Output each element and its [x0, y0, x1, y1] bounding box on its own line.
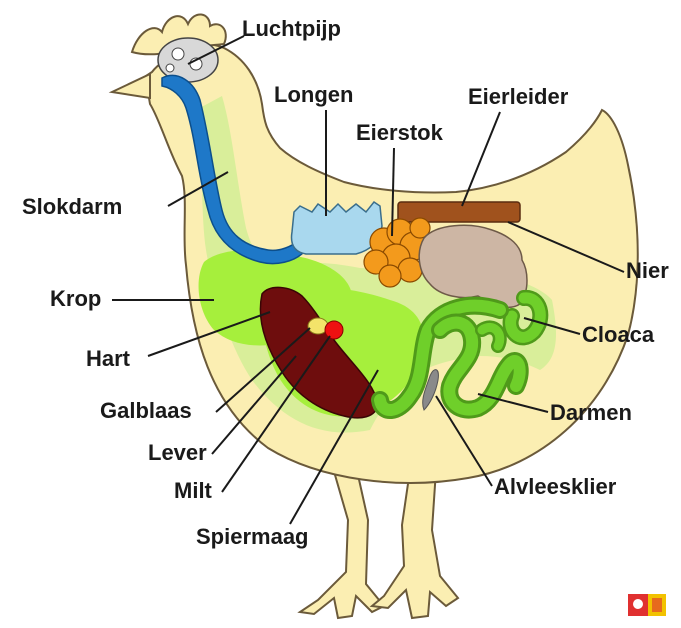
label-galblaas: Galblaas: [100, 398, 192, 423]
label-spiermaag: Spiermaag: [196, 524, 309, 549]
label-eierleider: Eierleider: [468, 84, 569, 109]
label-hart: Hart: [86, 346, 131, 371]
label-slokdarm: Slokdarm: [22, 194, 122, 219]
right-leg: [372, 470, 458, 618]
label-krop: Krop: [50, 286, 101, 311]
label-nier: Nier: [626, 258, 669, 283]
beak: [112, 74, 150, 98]
spleen-organ: [325, 321, 343, 339]
label-alvleesklier: Alvleesklier: [494, 474, 617, 499]
label-darmen: Darmen: [550, 400, 632, 425]
legs: [300, 466, 458, 618]
logo-icon: [628, 594, 666, 616]
label-lever: Lever: [148, 440, 207, 465]
label-milt: Milt: [174, 478, 213, 503]
label-luchtpijp: Luchtpijp: [242, 16, 341, 41]
lungs-organ: [292, 202, 382, 254]
label-eierstok: Eierstok: [356, 120, 444, 145]
left-leg: [300, 466, 384, 618]
label-longen: Longen: [274, 82, 353, 107]
label-cloaca: Cloaca: [582, 322, 655, 347]
